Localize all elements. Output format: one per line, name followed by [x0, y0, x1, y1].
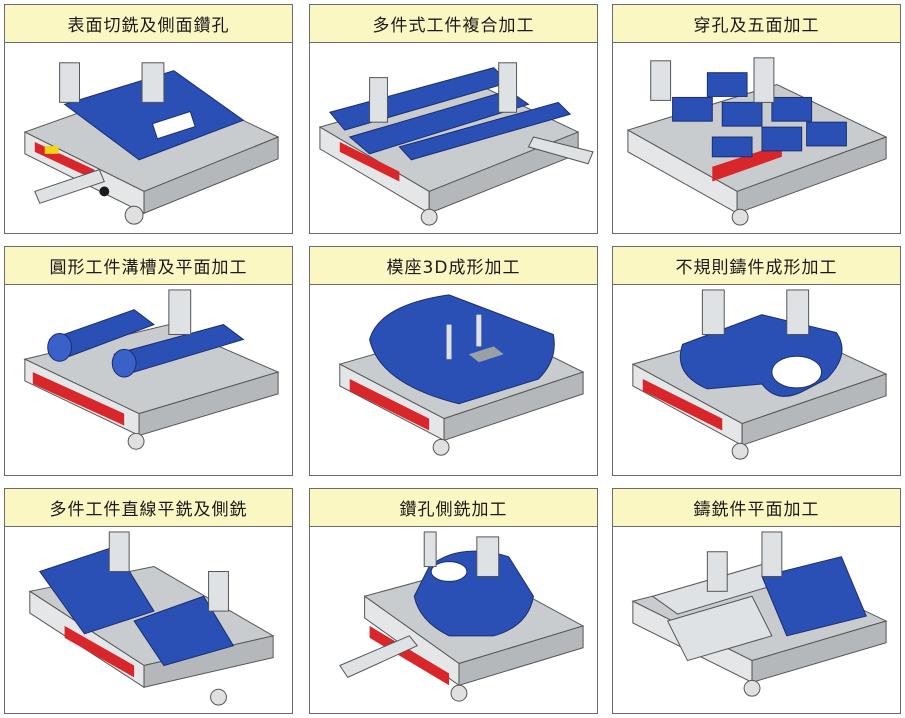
magnetic-chuck-illustration [613, 285, 900, 475]
panel-round-part-grooving: 圓形工件溝槽及平面加工 [4, 246, 293, 476]
panel-title: 表面切銑及側面鑽孔 [5, 5, 292, 43]
magnetic-chuck-illustration [5, 285, 292, 475]
panel-irregular-casting-forming: 不規則鑄件成形加工 [612, 246, 901, 476]
panel-title: 鑄銑件平面加工 [613, 489, 900, 527]
panel-title: 模座3D成形加工 [310, 247, 597, 285]
panel-surface-milling-side-drilling: 表面切銑及側面鑽孔 [4, 4, 293, 234]
panel-die-base-3d-forming: 模座3D成形加工 [309, 246, 598, 476]
magnetic-chuck-illustration [5, 43, 292, 233]
magnetic-chuck-illustration [5, 527, 292, 713]
panel-multi-part-linear-side-milling: 多件工件直線平銑及側銑 [4, 488, 293, 714]
magnetic-chuck-illustration [613, 527, 900, 713]
panel-title: 穿孔及五面加工 [613, 5, 900, 43]
magnetic-chuck-illustration [613, 43, 900, 233]
magnetic-chuck-illustration [310, 285, 597, 475]
panel-through-hole-five-face: 穿孔及五面加工 [612, 4, 901, 234]
panel-multi-part-composite: 多件式工件複合加工 [309, 4, 598, 234]
magnetic-chuck-illustration [310, 43, 597, 233]
panel-title: 鑽孔側銑加工 [310, 489, 597, 527]
panel-title: 圓形工件溝槽及平面加工 [5, 247, 292, 285]
panel-title: 不規則鑄件成形加工 [613, 247, 900, 285]
panel-drilling-side-milling: 鑽孔側銑加工 [309, 488, 598, 714]
panel-title: 多件式工件複合加工 [310, 5, 597, 43]
panel-casting-surface-milling: 鑄銑件平面加工 [612, 488, 901, 714]
magnetic-chuck-illustration [310, 527, 597, 713]
panel-title: 多件工件直線平銑及側銑 [5, 489, 292, 527]
